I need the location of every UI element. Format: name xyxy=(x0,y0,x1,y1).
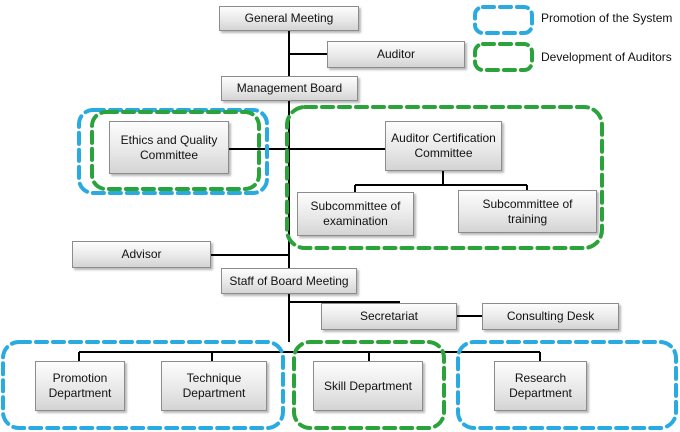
legend-promotion-label: Promotion of the System xyxy=(541,11,673,25)
development-group-certification xyxy=(285,105,604,250)
skill-department-box: Skill Department xyxy=(313,361,423,411)
subcommittee-training-box: Subcommittee of training xyxy=(458,190,597,233)
promotion-group-research xyxy=(456,340,678,430)
development-group-skill xyxy=(292,340,446,430)
secretariat-box: Secretariat xyxy=(321,303,457,330)
promotion-group-ethics xyxy=(77,108,269,195)
legend-development-label: Development of Auditors xyxy=(541,50,672,64)
ethics-committee-box: Ethics and Quality Committee xyxy=(109,121,229,174)
certification-committee-box: Auditor Certification Committee xyxy=(385,121,502,171)
promotion-department-box: Promotion Department xyxy=(35,361,125,411)
legend-promotion-swatch xyxy=(473,5,534,35)
legend-development-swatch xyxy=(473,42,534,72)
consulting-desk-box: Consulting Desk xyxy=(482,303,619,330)
general-meeting-box: General Meeting xyxy=(219,6,359,31)
research-department-box: Research Department xyxy=(494,361,587,411)
auditor-box: Auditor xyxy=(327,41,465,68)
technique-department-box: Technique Department xyxy=(161,361,267,411)
subcommittee-examination-box: Subcommittee of examination xyxy=(297,192,414,236)
management-board-box: Management Board xyxy=(221,76,358,101)
advisor-box: Advisor xyxy=(72,241,211,268)
group-outlines xyxy=(1,5,678,430)
development-group-ethics xyxy=(90,110,261,191)
staff-board-meeting-box: Staff of Board Meeting xyxy=(221,268,357,294)
promotion-group-departments xyxy=(1,340,285,430)
